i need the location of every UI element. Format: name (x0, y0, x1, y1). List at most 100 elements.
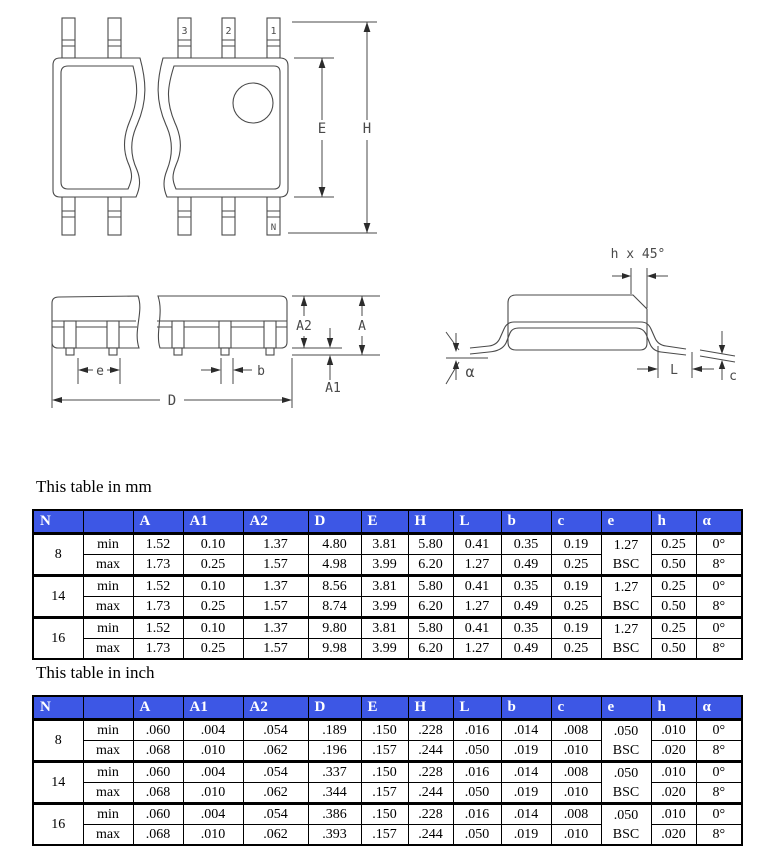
mm-table-title: This table in mm (36, 477, 152, 496)
col-header: E (360, 695, 409, 721)
dim-value-cell: 0.25 (182, 596, 244, 618)
dim-value-cell: .004 (182, 760, 244, 783)
e-bsc-cell: .050 BSC (600, 760, 652, 804)
dim-E: E (294, 57, 334, 198)
col-header (82, 695, 134, 721)
dim-value-cell: 0° (695, 574, 743, 597)
inch-dimension-table: N A A1 A2 D E H L b c e h α 8 min .060 .… (32, 695, 743, 846)
dim-A2: A2 (296, 296, 312, 348)
side-view-pins (63, 320, 277, 356)
dim-b-label: b (257, 364, 265, 379)
col-header (82, 509, 134, 535)
dim-value-cell: .393 (307, 824, 362, 846)
dim-value-cell: .228 (407, 760, 454, 783)
dim-value-cell: .019 (500, 782, 552, 804)
dim-value-cell: .014 (500, 802, 552, 825)
dim-value-cell: 8.56 (307, 574, 362, 597)
dim-value-cell: .150 (360, 802, 409, 825)
pin-1-label: 1 (270, 26, 276, 37)
dim-value-cell: 4.98 (307, 554, 362, 576)
dim-value-cell: .054 (242, 760, 309, 783)
dim-value-cell: .060 (132, 718, 184, 741)
dim-value-cell: 1.52 (132, 574, 184, 597)
col-header: A1 (182, 695, 244, 721)
dim-value-cell: .337 (307, 760, 362, 783)
pin-leads-bottom (61, 196, 281, 236)
e-bsc: BSC (612, 784, 640, 800)
dim-value-cell: .244 (407, 782, 454, 804)
e-bsc-cell: 1.27 BSC (600, 532, 652, 576)
col-header: c (550, 509, 602, 535)
inch-header-row: N A A1 A2 D E H L b c e h α (32, 695, 743, 721)
col-header: A (132, 695, 184, 721)
dim-value-cell: .150 (360, 718, 409, 741)
dim-value-cell: 0.41 (452, 574, 502, 597)
dim-value-cell: .020 (650, 782, 697, 804)
dim-value-cell: 0.35 (500, 574, 552, 597)
minmax-label-cell: max (82, 554, 134, 576)
pin-count-cell: 8 (32, 532, 84, 576)
dim-value-cell: 1.57 (242, 554, 309, 576)
dim-value-cell: 6.20 (407, 638, 454, 660)
dim-value-cell: 9.80 (307, 616, 362, 639)
dim-D: D (51, 342, 293, 409)
dim-H-label: H (363, 121, 371, 137)
pin-n-label: N (271, 223, 276, 233)
dim-value-cell: .014 (500, 760, 552, 783)
dim-value-cell: 0.25 (182, 638, 244, 660)
dim-value-cell: 0.19 (550, 532, 602, 555)
e-value: 1.27 (613, 579, 639, 595)
dim-value-cell: .014 (500, 718, 552, 741)
dim-value-cell: 0.50 (650, 638, 697, 660)
side-body-right-outline (157, 295, 288, 349)
dim-value-cell: 8.74 (307, 596, 362, 618)
table-row: 16 min .060 .004 .054 .386 .150 .228 .01… (32, 802, 743, 846)
col-header: h (650, 695, 697, 721)
dim-value-cell: 9.98 (307, 638, 362, 660)
pin-count-cell: 16 (32, 616, 84, 660)
col-header: α (695, 695, 743, 721)
col-header: e (600, 509, 652, 535)
dim-value-cell: 0.49 (500, 554, 552, 576)
pin-3-label: 3 (181, 26, 187, 37)
dim-value-cell: 0.25 (550, 638, 602, 660)
dim-value-cell: 3.99 (360, 638, 409, 660)
dim-value-cell: 1.57 (242, 638, 309, 660)
dim-value-cell: .020 (650, 824, 697, 846)
profile-lead-lower (469, 327, 687, 356)
dim-value-cell: .244 (407, 740, 454, 762)
dim-c-label: c (729, 369, 737, 384)
e-bsc-cell: 1.27 BSC (600, 616, 652, 660)
dim-E-label: E (318, 121, 326, 137)
minmax-label-cell: max (82, 782, 134, 804)
minmax-label-cell: max (82, 740, 134, 762)
dim-alpha: α (445, 331, 488, 385)
e-value: .050 (613, 807, 639, 823)
pin-leads-top (61, 17, 281, 59)
col-header: N (32, 695, 84, 721)
dim-value-cell: 1.57 (242, 596, 309, 618)
dim-value-cell: 0.25 (182, 554, 244, 576)
dim-value-cell: .010 (182, 824, 244, 846)
dim-value-cell: 0.49 (500, 596, 552, 618)
minmax-label-cell: max (82, 596, 134, 618)
dim-value-cell: 0.19 (550, 574, 602, 597)
dim-value-cell: 5.80 (407, 532, 454, 555)
dim-H: H (288, 21, 377, 234)
dim-chamfer-label: h x 45° (611, 247, 666, 262)
table-row: 8 min 1.52 0.10 1.37 4.80 3.81 5.80 0.41… (32, 532, 743, 576)
dim-value-cell: 0.25 (550, 554, 602, 576)
package-body-left-inner (60, 65, 138, 190)
table-row: max 1.73 0.25 1.57 9.98 3.99 6.20 1.27 0… (33, 638, 743, 660)
pin-count-cell: 16 (32, 802, 84, 846)
col-header: H (407, 695, 454, 721)
dim-value-cell: .060 (132, 760, 184, 783)
profile-body-outline (507, 294, 648, 351)
e-bsc: BSC (612, 556, 640, 572)
e-bsc: BSC (612, 742, 640, 758)
dim-value-cell: .054 (242, 718, 309, 741)
side-view-diagram: A2 A A1 e (51, 295, 380, 409)
package-body-right-inner (167, 65, 281, 190)
col-header: A (132, 509, 184, 535)
col-header: e (600, 695, 652, 721)
